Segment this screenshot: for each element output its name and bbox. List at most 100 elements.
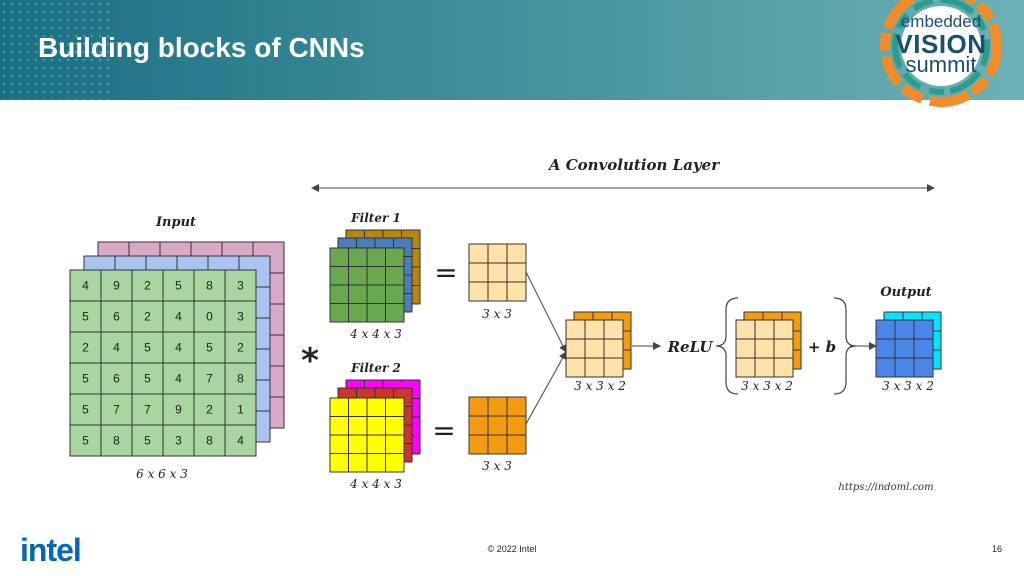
copyright-text: © 2022 Intel	[487, 544, 537, 554]
input-channel-1-value: 7	[206, 372, 213, 386]
source-credit: https://indoml.com	[838, 482, 933, 493]
input-channel-1-cell	[100, 331, 133, 364]
page-title: Building blocks of CNNs	[38, 32, 365, 63]
input-channel-1-value: 7	[113, 403, 120, 417]
input-channel-1-value: 9	[113, 279, 120, 293]
relu-front-cell	[735, 357, 756, 378]
filter2-feature-map	[468, 396, 527, 455]
page-number: 16	[991, 544, 1002, 554]
relu-feature-maps	[735, 311, 802, 378]
output-front-cell	[894, 319, 915, 340]
filter1-feature-map	[468, 243, 527, 302]
relu-front	[735, 319, 794, 378]
filter1-channel-1-cell	[366, 266, 386, 286]
filter2-channel-1-cell	[385, 416, 405, 436]
input-channel-1-value: 5	[144, 434, 151, 448]
input-channel-1-cell	[224, 331, 257, 364]
filter2-channel-1-cell	[348, 416, 368, 436]
logo-text-vision: VISION	[895, 29, 987, 59]
relu-front-cell	[754, 338, 775, 359]
input-channel-1-cell	[131, 393, 164, 426]
input-channel-1-value: 8	[113, 434, 120, 448]
input-channel-1-cell	[131, 300, 164, 333]
filter1-feature-cells-cell	[487, 243, 508, 264]
stacked-front-cell	[603, 357, 624, 378]
filter2-channel-1-cell	[348, 453, 368, 473]
stacked-front	[565, 319, 624, 378]
filter2-feature-cells-cell	[487, 396, 508, 417]
output-front-cell	[894, 357, 915, 378]
filter2-channel-1-cell	[329, 453, 349, 473]
input-channel-1-value: 2	[144, 310, 151, 324]
output-front-cell	[894, 338, 915, 359]
stacked-front-cell	[584, 338, 605, 359]
filter1-feature-cells-cell	[468, 243, 489, 264]
filter2-feature-cells	[468, 396, 527, 455]
input-channel-1-cell	[69, 393, 102, 426]
input-channel-1-cell	[193, 393, 226, 426]
filter1-channel-1-cell	[366, 247, 386, 267]
filter1-channel-1-cell	[329, 284, 349, 304]
input-channel-1-value: 5	[206, 341, 213, 355]
input-channel-1-value: 6	[113, 310, 120, 324]
embedded-vision-summit-logo: embedded VISION summit	[866, 0, 1016, 118]
filter1-label: Filter 1	[350, 211, 401, 225]
equals-sign-1: =	[434, 256, 457, 289]
layer-label: A Convolution Layer	[547, 156, 720, 174]
input-channel-1-value: 4	[113, 341, 120, 355]
header-bar: Building blocks of CNNs	[0, 0, 1024, 100]
output-front-cell	[875, 338, 896, 359]
input-channel-1-value: 3	[175, 434, 182, 448]
filter2-channel-1-cell	[366, 434, 386, 454]
filter1-feature-cells-cell	[487, 281, 508, 302]
relu-front-cell	[735, 319, 756, 340]
output-front-cell	[913, 357, 934, 378]
input-channel-1-cell	[100, 424, 133, 457]
filter1-channel-1-cell	[385, 247, 405, 267]
output-front-cell	[913, 319, 934, 340]
input-channel-1-value: 0	[206, 310, 213, 324]
relu-front-cell	[773, 338, 794, 359]
relu-front-cell	[773, 319, 794, 340]
input-channel-1-value: 8	[206, 279, 213, 293]
filter2-volume	[329, 379, 421, 473]
filter1-feature-cells-cell	[506, 262, 527, 283]
input-channel-1-value: 9	[175, 403, 182, 417]
input-channel-1-value: 7	[144, 403, 151, 417]
logo-ring	[880, 0, 1002, 107]
filter2-channel-1-cell	[385, 453, 405, 473]
input-channel-1-cell	[69, 424, 102, 457]
filter2-dims: 4 x 4 x 3	[349, 477, 402, 491]
stacked-front-cell	[565, 357, 586, 378]
stacked-dims: 3 x 3 x 2	[574, 379, 626, 393]
filter1-dims: 4 x 4 x 3	[349, 327, 402, 341]
arrow-merge-bottom	[525, 351, 567, 425]
input-channel-1-value: 1	[237, 403, 244, 417]
input-channel-1-cell	[224, 269, 257, 302]
filter2-feature-cells-cell	[468, 434, 489, 455]
input-channel-1-value: 2	[82, 341, 89, 355]
filter2-feature-cells-cell	[487, 415, 508, 436]
filter1-feature-cells-cell	[506, 281, 527, 302]
filter2-feature-cells-cell	[506, 415, 527, 436]
arrow-merge-top	[525, 271, 567, 353]
input-channel-1-cell	[162, 331, 195, 364]
bias-label: + b	[808, 338, 836, 356]
filter1-channel-1	[329, 247, 405, 323]
filter2-channel-1-cell	[366, 397, 386, 417]
input-channel-1-cell	[193, 331, 226, 364]
relu-front-cell	[754, 319, 775, 340]
output-front	[875, 319, 934, 378]
filter1-channel-1-cell	[366, 284, 386, 304]
input-channel-1-value: 5	[144, 372, 151, 386]
stacked-front-cell	[565, 319, 586, 340]
filter1-feature-cells	[468, 243, 527, 302]
stacked-front-cell	[584, 357, 605, 378]
filter2-channel-1-cell	[348, 397, 368, 417]
input-channel-1-value: 5	[82, 403, 89, 417]
input-channel-1-value: 5	[82, 310, 89, 324]
filter2-channel-1-cell	[385, 434, 405, 454]
input-channel-1-value: 8	[237, 372, 244, 386]
